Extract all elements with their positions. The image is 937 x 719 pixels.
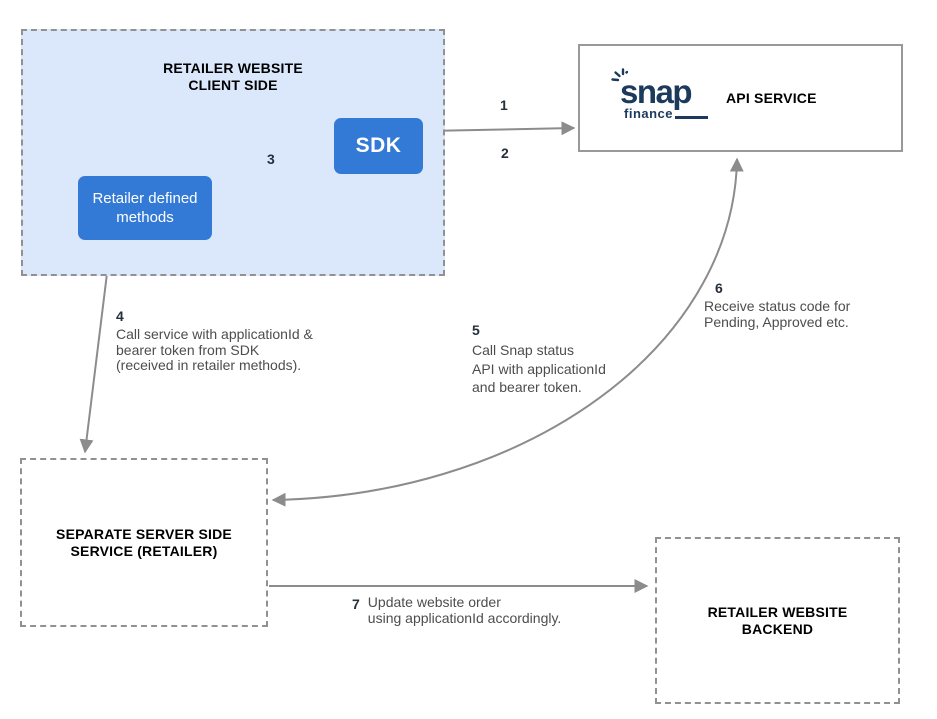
retailer-methods-label: Retailer defined methods (92, 190, 198, 226)
step-7-label: 7 Update website order using application… (352, 594, 562, 626)
client-side-title: RETAILER WEBSITE CLIENT SIDE (163, 60, 303, 93)
step-5-text: Call Snap status API with applicationId … (472, 342, 606, 395)
step-6-text: Receive status code for Pending, Approve… (704, 298, 851, 330)
server-side-title: SEPARATE SERVER SIDE SERVICE (RETAILER) (56, 525, 232, 559)
step-3-number: 3 (267, 151, 275, 167)
api-service-label: API SERVICE (726, 90, 817, 106)
step-6-label: 6 Receive status code for Pending, Appro… (704, 280, 850, 330)
snap-logo-subword: finance (624, 105, 674, 121)
step-5-number: 5 (472, 322, 480, 338)
backend-title: RETAILER WEBSITE BACKEND (707, 603, 848, 637)
arrow-5-6-server-api-curve (271, 157, 744, 507)
sparkle-icon (611, 67, 628, 81)
snap-logo-underline (675, 115, 708, 119)
step-7-text: Update website order using applicationId… (367, 594, 562, 626)
retailer-methods-node: Retailer defined methods (78, 176, 212, 240)
arrow-1-2-sdk-api (424, 121, 576, 138)
step-7-number: 7 (352, 596, 360, 612)
step-2-number: 2 (501, 145, 509, 161)
sdk-node: SDK (334, 118, 423, 174)
arrow-4-methods-to-server (79, 240, 112, 454)
snap-finance-logo: snap finance (611, 67, 708, 121)
step-5-label: 5 Call Snap status API with applicationI… (472, 322, 606, 397)
step-4-number: 4 (116, 308, 124, 324)
step-1-number: 1 (500, 97, 508, 113)
step-6-number: 6 (715, 280, 723, 296)
server-side-box: SEPARATE SERVER SIDE SERVICE (RETAILER) (20, 458, 268, 627)
api-service-box: snap finance API SERVICE (578, 44, 903, 152)
step-4-label: 4 Call service with applicationId & bear… (116, 308, 313, 374)
step-4-text: Call service with applicationId & bearer… (116, 326, 313, 373)
backend-box: RETAILER WEBSITE BACKEND (655, 537, 900, 704)
sdk-label: SDK (355, 134, 402, 157)
snap-logo-word: snap (620, 72, 693, 110)
